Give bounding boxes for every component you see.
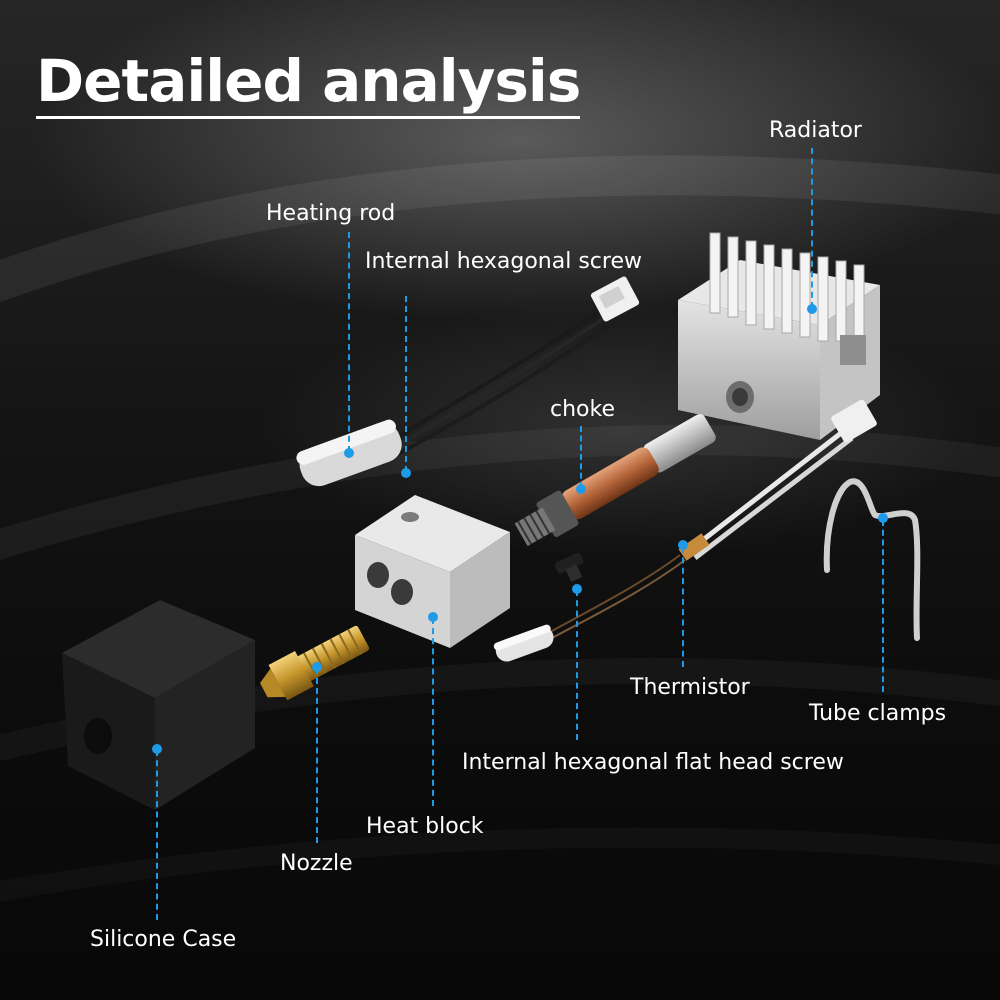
leader-line-heating-rod	[348, 232, 350, 452]
label-tube-clamps: Tube clamps	[809, 701, 947, 726]
label-nozzle: Nozzle	[280, 851, 353, 876]
flat-head-screw-image	[554, 552, 584, 583]
label-silicone-case: Silicone Case	[90, 927, 237, 952]
marker-dot-choke	[576, 484, 586, 494]
marker-dot-flat-head-screw	[572, 584, 582, 594]
label-flat-head-screw: Internal hexagonal flat head screw	[462, 750, 844, 775]
leader-line-thermistor	[682, 547, 684, 667]
choke-image	[514, 414, 716, 547]
marker-dot-radiator	[807, 304, 817, 314]
leader-line-nozzle	[316, 668, 318, 843]
marker-dot-thermistor	[678, 540, 688, 550]
heat-block-image	[355, 495, 510, 648]
leader-line-choke	[580, 426, 582, 488]
leader-line-heat-block	[432, 618, 434, 806]
leader-line-flat-head-screw	[576, 590, 578, 740]
silicone-case-image	[62, 600, 255, 810]
label-heating-rod: Heating rod	[266, 201, 396, 226]
label-thermistor: Thermistor	[630, 675, 750, 700]
marker-dot-nozzle	[312, 662, 322, 672]
label-heat-block: Heat block	[366, 814, 484, 839]
marker-dot-silicone-case	[152, 744, 162, 754]
leader-line-silicone-case	[156, 750, 158, 920]
tube-clamps-image	[823, 478, 921, 641]
leader-line-radiator	[811, 148, 813, 308]
page-title: Detailed analysis	[36, 52, 581, 119]
radiator-image	[678, 232, 880, 440]
marker-dot-tube-clamps	[878, 513, 888, 523]
label-choke: choke	[550, 397, 615, 422]
leader-line-internal-hex-screw	[405, 296, 407, 472]
label-internal-hex-screw: Internal hexagonal screw	[365, 249, 642, 274]
thermistor-image	[493, 400, 877, 662]
label-radiator: Radiator	[769, 118, 862, 143]
heating-rod-image	[296, 276, 640, 487]
marker-dot-heating-rod	[344, 448, 354, 458]
leader-line-tube-clamps	[882, 520, 884, 692]
marker-dot-internal-hex-screw	[401, 468, 411, 478]
marker-dot-heat-block	[428, 612, 438, 622]
